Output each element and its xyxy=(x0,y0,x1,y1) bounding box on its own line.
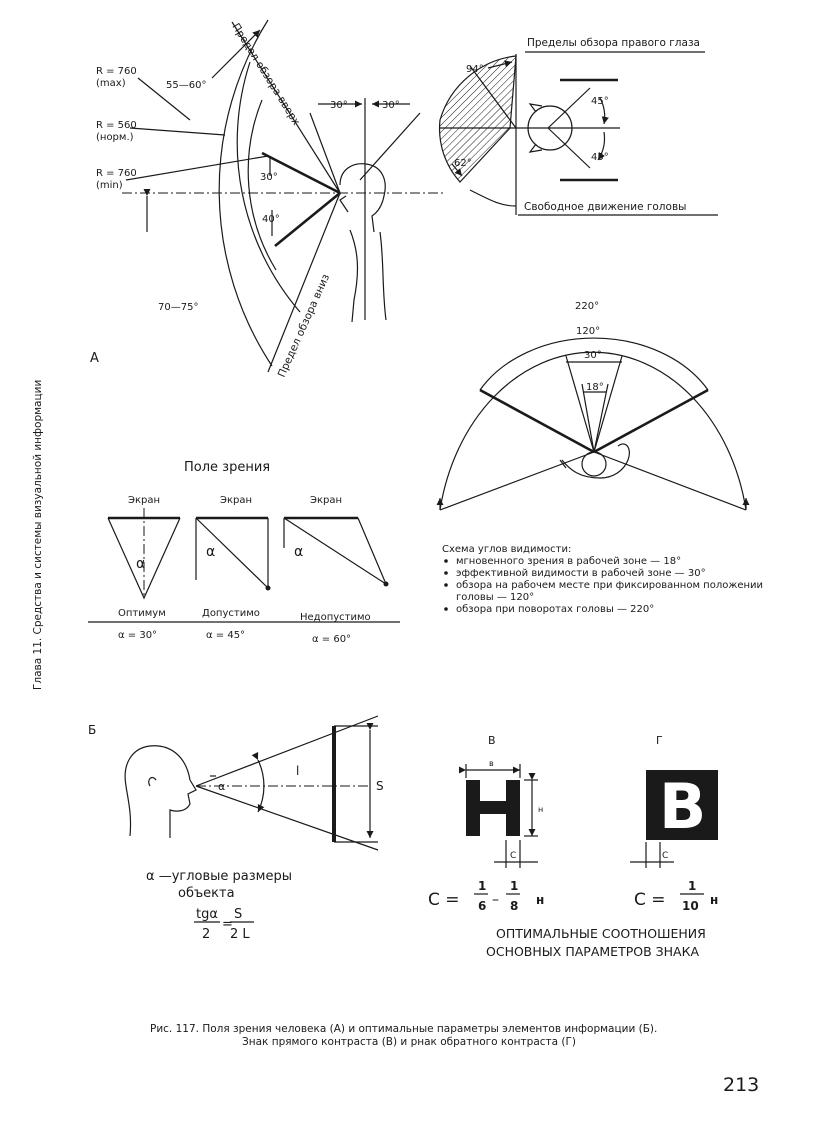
side-running-head: Глава 11. Средства и системы визуальной … xyxy=(32,380,44,690)
horizontal-fan-diagram xyxy=(436,337,750,511)
right-eye-title: Пределы обзора правого глаза xyxy=(527,37,700,49)
formula-g-h: н xyxy=(710,893,718,907)
scheme-item-1: мгновенного зрения в рабочей зоне — 18° xyxy=(456,556,681,567)
screen-label-2: Экран xyxy=(220,495,252,506)
angle-30-left: 30° xyxy=(330,100,348,111)
radius-max-note: (max) xyxy=(96,78,126,89)
alpha-optimum: α = 30° xyxy=(118,630,157,641)
panel-a-letter: А xyxy=(90,351,99,366)
angle-45-top: 45° xyxy=(591,96,609,107)
screen-label-3: Экран xyxy=(310,495,342,506)
panel-g-letter: Г xyxy=(656,734,663,747)
radius-norm: R = 560 xyxy=(96,120,137,131)
formula-v-den1: 6 xyxy=(478,899,486,913)
radius-max: R = 760 xyxy=(96,66,137,77)
angle-120: 120° xyxy=(576,326,600,337)
radius-min-note: (min) xyxy=(96,180,123,191)
caption-angular-1: α —угловые размеры xyxy=(146,869,292,884)
case-forbidden: Недопустимо xyxy=(300,612,371,623)
viewing-angle-diagram xyxy=(124,715,379,851)
formula-v-h: н xyxy=(536,893,544,907)
formula-v-dash: – xyxy=(492,892,499,908)
angle-18: 18° xyxy=(586,382,604,393)
ratios-title-1: ОПТИМАЛЬНЫЕ СООТНОШЕНИЯ xyxy=(496,926,706,941)
sign-letter-g: B xyxy=(659,770,706,843)
page-number: 213 xyxy=(723,1074,759,1096)
formula-rhs-den: 2 L xyxy=(230,927,250,942)
dim-c-g: С xyxy=(662,851,668,861)
dim-l: l xyxy=(296,764,299,778)
reverse-contrast-sign xyxy=(630,770,718,868)
caption-angular-2: объекта xyxy=(178,886,235,901)
formula-g-den: 10 xyxy=(682,899,699,913)
formula-eq: = xyxy=(222,917,233,932)
head-move-label: Свободное движение головы xyxy=(524,201,686,213)
dim-b: в xyxy=(489,759,494,768)
alpha-allowed: α = 45° xyxy=(206,630,245,641)
vertical-field-diagram xyxy=(122,19,445,373)
angle-45-bottom: 45° xyxy=(591,152,609,163)
angle-220: 220° xyxy=(575,301,599,312)
scheme-title: Схема углов видимости: xyxy=(442,544,571,555)
case-allowed: Допустимо xyxy=(202,608,260,619)
dim-h: н xyxy=(538,805,543,814)
formula-v-c: С = xyxy=(428,890,460,910)
angle-94: 94° xyxy=(466,64,484,75)
angle-40: 40° xyxy=(262,214,280,225)
panel-v-letter: В xyxy=(488,734,496,747)
alpha-1: α xyxy=(136,556,145,572)
dim-s: S xyxy=(376,779,384,793)
limit-down-label: Предел обзора вниз xyxy=(276,272,332,379)
scheme-item-2: эффективной видимости в рабочей зоне — 3… xyxy=(456,568,706,579)
angle-30-fan: 30° xyxy=(584,350,602,361)
formula-rhs-num: S xyxy=(234,907,242,922)
alpha-2: α xyxy=(206,544,215,560)
panel-b-letter: Б xyxy=(88,723,96,737)
scheme-item-3: обзора на рабочем месте при фиксированно… xyxy=(456,580,763,591)
ratios-title-2: ОСНОВНЫХ ПАРАМЕТРОВ ЗНАКА xyxy=(486,944,699,959)
right-eye-diagram xyxy=(438,51,718,216)
fov-triangles xyxy=(88,508,400,623)
angle-30-right: 30° xyxy=(382,100,400,111)
fov-title: Поле зрения xyxy=(184,460,270,475)
direct-contrast-sign xyxy=(458,764,538,868)
formula-v-num2: 1 xyxy=(510,879,518,893)
dim-c-v: С xyxy=(510,851,516,861)
alpha-forbidden: α = 60° xyxy=(312,634,351,645)
formula-g-num: 1 xyxy=(688,879,696,893)
figure-caption-2: Знак прямого контраста (В) и рнак обратн… xyxy=(242,1036,576,1048)
angle-lower: 70—75° xyxy=(158,302,198,313)
radius-norm-note: (норм.) xyxy=(96,132,134,143)
angle-30-down: 30° xyxy=(260,172,278,183)
angle-upper: 55—60° xyxy=(166,80,206,91)
formula-v-num1: 1 xyxy=(478,879,486,893)
formula-g-c: С = xyxy=(634,890,666,910)
scheme-item-4: обзора при поворотах головы — 220° xyxy=(456,604,654,615)
formula-lhs-num: tgα xyxy=(196,907,218,922)
formula-lhs-den: 2 xyxy=(202,927,210,942)
scheme-item-3b: головы — 120° xyxy=(456,592,534,603)
alpha-3: α xyxy=(294,544,303,560)
formula-v-den2: 8 xyxy=(510,899,518,913)
radius-min: R = 760 xyxy=(96,168,137,179)
angle-62: 62° xyxy=(454,158,472,169)
screen-label-1: Экран xyxy=(128,495,160,506)
alpha-b: α xyxy=(218,780,225,793)
figure-caption-1: Рис. 117. Поля зрения человека (А) и опт… xyxy=(150,1023,657,1035)
case-optimum: Оптимум xyxy=(118,608,166,619)
